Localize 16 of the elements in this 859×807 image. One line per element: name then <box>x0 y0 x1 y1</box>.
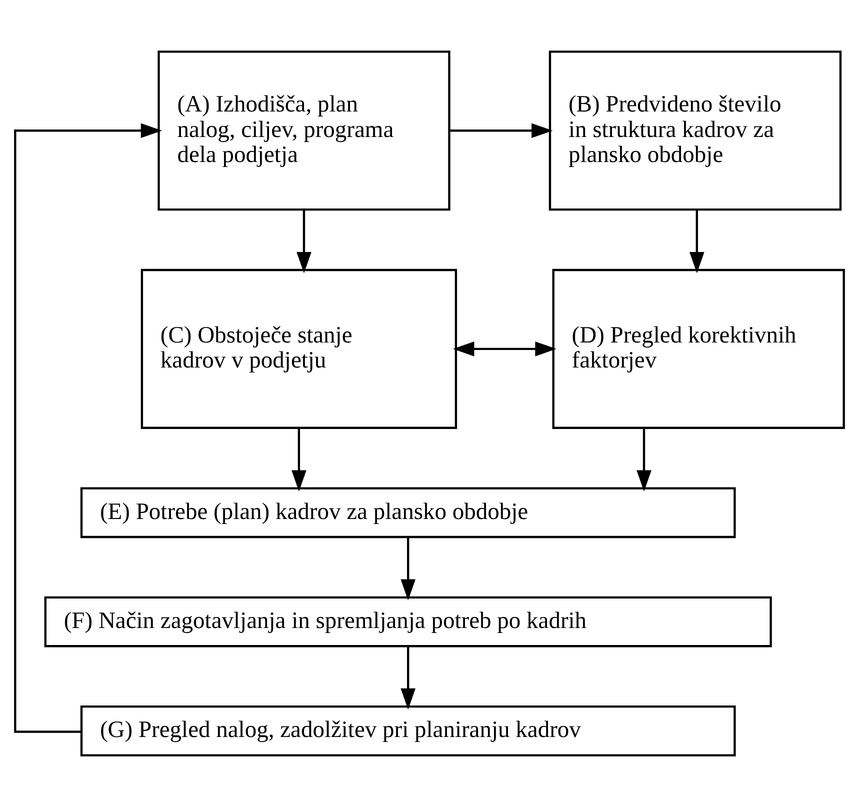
node-box: (E) Potrebe (plan) kadrov za plansko obdobje <box>80 487 736 538</box>
arrow <box>636 428 652 492</box>
node-box: (A) Izhodišča, plan nalog, ciljev, programa dela podjetja <box>158 50 450 211</box>
node-box: (D) Pregled korektivnih faktorjev <box>552 268 845 429</box>
arrow <box>292 428 306 492</box>
arrow <box>400 646 416 710</box>
arrow <box>296 210 312 274</box>
node-box: (G) Pregled nalog, zadolžitev pri planiranju kadrov <box>80 706 736 756</box>
node-box: (C) Obstoječe stanje kadrov v podjetju <box>140 268 458 429</box>
node-box: (B) Predvideno število in struktura kadrov za plansko obdobje <box>548 50 842 211</box>
node-box: (F) Način zagotavljanja in spremljanja potreb po kadrih <box>44 596 772 648</box>
arrow <box>14 123 162 733</box>
arrow <box>400 537 416 600</box>
arrow <box>690 210 704 274</box>
arrow <box>453 342 556 356</box>
arrow <box>450 123 553 138</box>
